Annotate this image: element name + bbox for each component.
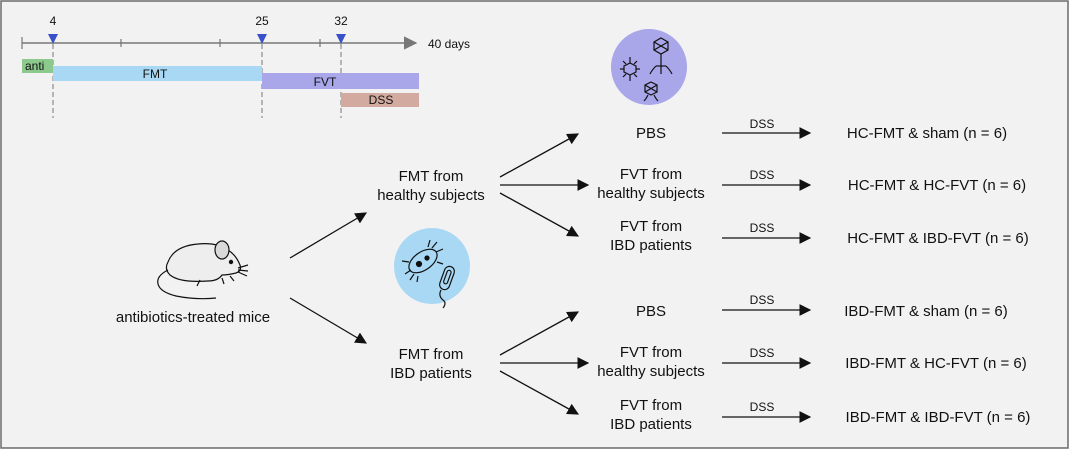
branch-fvt-line2: healthy subjects — [597, 185, 705, 202]
arrow-branch — [499, 192, 580, 237]
dss-arrow-label: DSS — [750, 168, 775, 182]
arrow-branch — [499, 133, 580, 178]
result-label: IBD-FMT & IBD-FVT (n = 6) — [846, 409, 1031, 426]
dss-arrow-label: DSS — [750, 293, 775, 307]
branch-fvt-line1: FVT from — [620, 218, 682, 235]
branch-pbs: PBS — [636, 303, 666, 320]
timeline-marker-25 — [257, 34, 267, 44]
bar-anti-label: anti — [25, 59, 44, 73]
timeline-tick-label-32: 32 — [334, 14, 348, 28]
branch-fvt-line2: healthy subjects — [597, 363, 705, 380]
result-label: HC-FMT & sham (n = 6) — [847, 125, 1007, 142]
group-2-label-line1: FMT from — [399, 346, 464, 363]
result-label: HC-FMT & HC-FVT (n = 6) — [848, 177, 1026, 194]
bacteria-icon — [394, 228, 470, 309]
group-ibd: FMT from IBD patients PBS FVT from healt… — [390, 293, 1030, 433]
mouse-icon — [157, 240, 249, 300]
arrow-to-group-2 — [289, 297, 368, 344]
group-1-label-line1: FMT from — [399, 168, 464, 185]
timeline-tick-label-4: 4 — [50, 14, 57, 28]
dss-arrow-label: DSS — [750, 221, 775, 235]
group-2-label-line2: IBD patients — [390, 365, 472, 382]
bar-fmt-label: FMT — [143, 67, 168, 81]
branch-fvt-line2: IBD patients — [610, 237, 692, 254]
bar-dss — [341, 93, 419, 107]
timeline-end-label: 40 days — [428, 37, 470, 51]
phage-icon — [611, 29, 687, 105]
result-label: IBD-FMT & HC-FVT (n = 6) — [845, 355, 1027, 372]
dss-arrow-label: DSS — [750, 117, 775, 131]
group-healthy: FMT from healthy subjects PBS FVT from h… — [377, 117, 1029, 254]
arrow-branch — [499, 370, 580, 415]
branch-fvt-line1: FVT from — [620, 166, 682, 183]
arrow-branch — [499, 311, 580, 356]
branch-fvt-line1: FVT from — [620, 344, 682, 361]
timeline-marker-32 — [336, 34, 346, 44]
branch-pbs: PBS — [636, 125, 666, 142]
group-1-label-line2: healthy subjects — [377, 187, 485, 204]
timeline-tick-label-25: 25 — [255, 14, 269, 28]
branch-fvt-line1: FVT from — [620, 397, 682, 414]
dss-arrow-label: DSS — [750, 346, 775, 360]
arrow-to-group-1 — [289, 212, 368, 259]
timeline: 4 25 32 40 days anti FMT FVT DSS — [21, 14, 470, 118]
bar-fmt — [53, 66, 262, 81]
bar-fvt-label: FVT — [314, 75, 337, 89]
bar-anti — [22, 59, 53, 73]
branch-fvt-line2: IBD patients — [610, 416, 692, 433]
dss-arrow-label: DSS — [750, 400, 775, 414]
bar-fvt — [262, 73, 419, 89]
result-label: IBD-FMT & sham (n = 6) — [844, 303, 1008, 320]
result-label: HC-FMT & IBD-FVT (n = 6) — [847, 230, 1029, 247]
timeline-marker-4 — [48, 34, 58, 44]
start-label: antibiotics-treated mice — [116, 309, 270, 326]
bar-dss-label: DSS — [369, 93, 394, 107]
